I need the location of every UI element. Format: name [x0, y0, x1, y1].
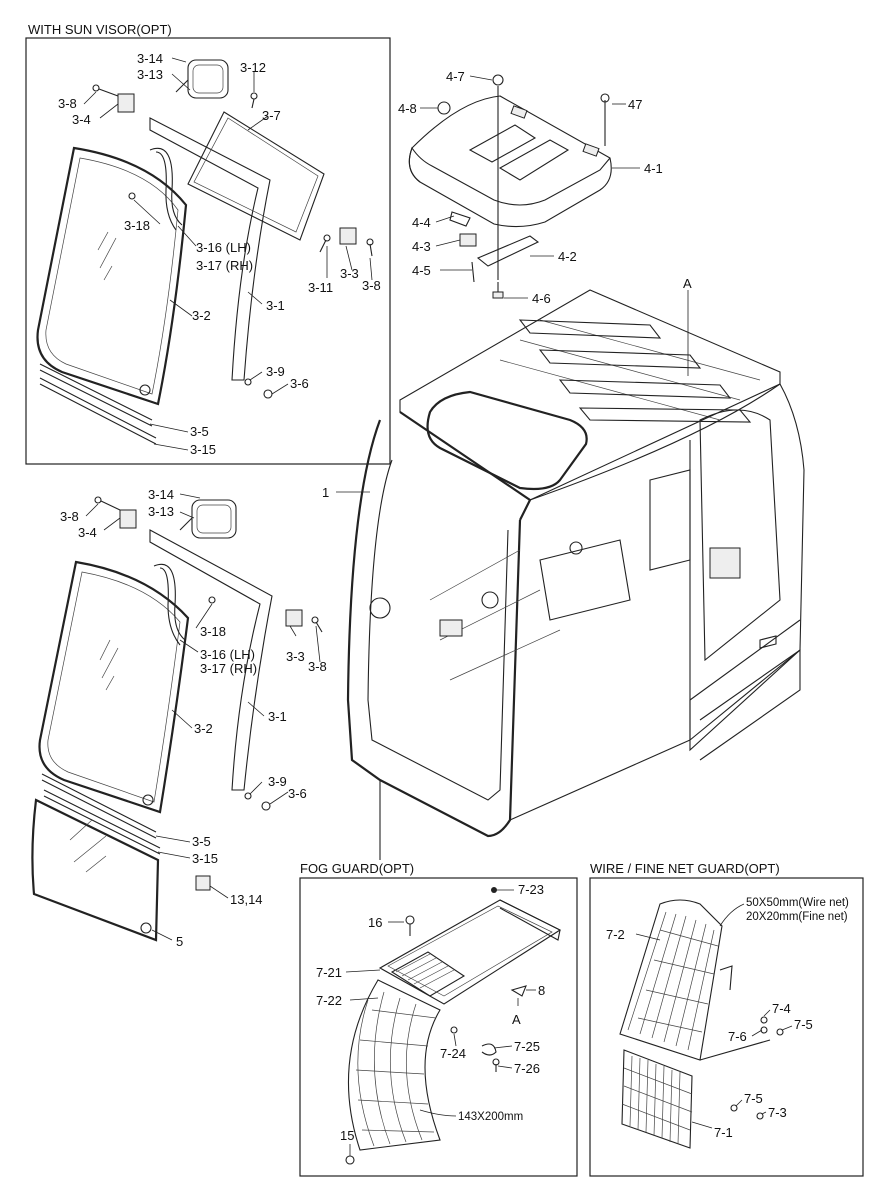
label-4-4: 4-4 [412, 215, 431, 230]
label-3-15-b: 3-15 [192, 851, 218, 866]
label-3-16-lh-b: 3-16 (LH) [200, 647, 255, 662]
cab-structure [346, 289, 805, 860]
label-4-6: 4-6 [532, 291, 551, 306]
label-wire-net-size: 50X50mm(Wire net) [746, 897, 849, 909]
label-7-23: 7-23 [518, 882, 544, 897]
label-7-3: 7-3 [768, 1105, 787, 1120]
section-title-fog-guard: FOG GUARD(OPT) [300, 861, 414, 876]
label-3-3-b: 3-3 [286, 649, 305, 664]
label-3-9: 3-9 [266, 364, 285, 379]
fog-guard-frame [299, 877, 578, 1177]
label-3-12: 3-12 [240, 60, 266, 75]
label-3-7: 3-7 [262, 108, 281, 123]
label-16: 16 [368, 915, 382, 930]
label-4-7: 4-7 [446, 69, 465, 84]
label-A-roof: A [683, 276, 692, 291]
label-fine-net-size: 20X20mm(Fine net) [746, 911, 848, 923]
label-4-5: 4-5 [412, 263, 431, 278]
label-3-8-right: 3-8 [362, 278, 381, 293]
label-3-18-b: 3-18 [200, 624, 226, 639]
section-title-net-guard: WIRE / FINE NET GUARD(OPT) [590, 861, 780, 876]
label-3-16-lh: 3-16 (LH) [196, 240, 251, 255]
label-7-2: 7-2 [606, 927, 625, 942]
label-fog-mesh-size: 143X200mm [458, 1111, 523, 1123]
label-7-1: 7-1 [714, 1125, 733, 1140]
label-3-11: 3-11 [308, 280, 333, 295]
label-7-26: 7-26 [514, 1061, 540, 1076]
label-3-6-b: 3-6 [288, 786, 307, 801]
window-glass-assembly [31, 496, 323, 942]
roof-cover-assembly [408, 74, 612, 299]
label-3-2-b: 3-2 [194, 721, 213, 736]
label-3-6: 3-6 [290, 376, 309, 391]
label-3-5: 3-5 [190, 424, 209, 439]
label-3-4-b: 3-4 [78, 525, 97, 540]
label-5: 5 [176, 934, 183, 949]
label-4-1: 4-1 [644, 161, 663, 176]
label-3-9-b: 3-9 [268, 774, 287, 789]
label-7-21: 7-21 [316, 965, 342, 980]
label-1: 1 [322, 485, 329, 500]
label-47: 47 [628, 97, 642, 112]
label-7-6: 7-6 [728, 1029, 747, 1044]
label-3-4: 3-4 [72, 112, 91, 127]
label-3-2: 3-2 [192, 308, 211, 323]
label-13-14: 13,14 [230, 892, 263, 907]
net-guard-assembly [619, 899, 784, 1149]
label-4-8: 4-8 [398, 101, 417, 116]
section-title-sun-visor: WITH SUN VISOR(OPT) [28, 22, 172, 37]
label-3-15: 3-15 [190, 442, 216, 457]
label-3-8-right-b: 3-8 [308, 659, 327, 674]
label-3-5-b: 3-5 [192, 834, 211, 849]
label-4-2: 4-2 [558, 249, 577, 264]
net-guard-frame [589, 877, 864, 1177]
label-3-13-b: 3-13 [148, 504, 174, 519]
label-3-8: 3-8 [58, 96, 77, 111]
label-3-14: 3-14 [137, 51, 163, 66]
label-3-14-b: 3-14 [148, 487, 174, 502]
label-3-1: 3-1 [266, 298, 285, 313]
label-3-17-rh: 3-17 (RH) [196, 258, 253, 273]
label-4-3: 4-3 [412, 239, 431, 254]
label-3-13: 3-13 [137, 67, 163, 82]
label-3-3: 3-3 [340, 266, 359, 281]
label-7-25: 7-25 [514, 1039, 540, 1054]
label-7-22: 7-22 [316, 993, 342, 1008]
sun-visor-frame [25, 37, 391, 465]
leader-lines [83, 57, 793, 1156]
label-3-17-rh-b: 3-17 (RH) [200, 661, 257, 676]
label-3-8-b: 3-8 [60, 509, 79, 524]
label-7-5-b: 7-5 [744, 1091, 763, 1106]
sun-visor-glass-assembly [36, 59, 374, 445]
label-3-1-b: 3-1 [268, 709, 287, 724]
fog-guard-assembly [345, 887, 562, 1165]
label-15: 15 [340, 1128, 354, 1143]
label-A-fog: A [512, 1012, 521, 1027]
label-7-5: 7-5 [794, 1017, 813, 1032]
label-7-24: 7-24 [440, 1046, 466, 1061]
label-7-4: 7-4 [772, 1001, 791, 1016]
label-3-18: 3-18 [124, 218, 150, 233]
label-8: 8 [538, 983, 545, 998]
